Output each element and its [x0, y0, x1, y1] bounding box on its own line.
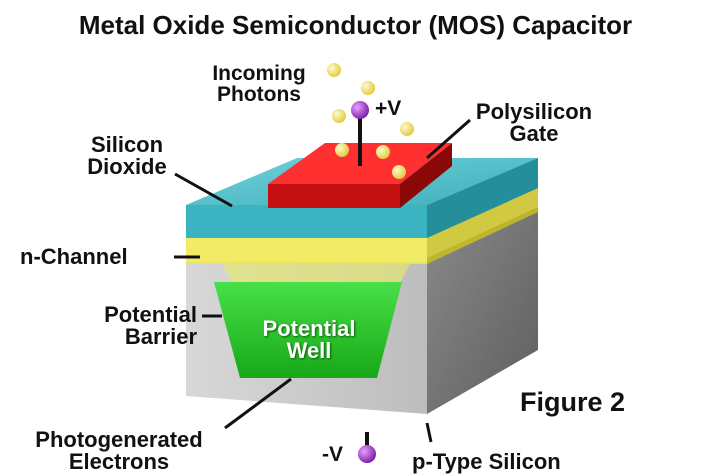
leader-polysilicon-gate	[426, 118, 471, 160]
label-line: Polysilicon	[475, 99, 593, 124]
photon	[327, 63, 341, 77]
label-line: Photons	[217, 83, 301, 106]
silicon-dioxide-side	[427, 158, 538, 238]
label-line: Incoming	[212, 62, 306, 85]
label-line: Well	[286, 338, 332, 363]
polysilicon-gate-side	[400, 143, 452, 208]
minus-v-terminal	[358, 445, 376, 463]
figure-title: Metal Oxide Semiconductor (MOS) Capacito…	[78, 10, 633, 40]
n-channel-front	[186, 236, 427, 264]
label-silicon-dioxide: Silicon Dioxide	[69, 134, 185, 178]
photon	[400, 122, 414, 136]
photon	[332, 109, 346, 123]
label-polysilicon-gate: Polysilicon Gate	[463, 101, 605, 145]
label-line: Barrier	[124, 324, 197, 349]
label-line: Potential	[104, 302, 197, 327]
label-line: Dioxide	[87, 154, 167, 179]
label-line: Electrons	[68, 449, 170, 474]
leader-silicon-dioxide	[174, 172, 233, 208]
photon	[361, 81, 375, 95]
label-potential-well: Potential Well	[248, 318, 370, 362]
photon	[392, 165, 406, 179]
photon	[335, 143, 349, 157]
p-type-silicon-side	[427, 207, 538, 414]
label-plus-v: +V	[375, 97, 402, 120]
label-line: Silicon	[90, 132, 164, 157]
leader-photogenerated-electrons	[224, 377, 292, 430]
label-n-channel: n-Channel	[20, 244, 128, 269]
label-photogenerated-electrons: Photogenerated Electrons	[13, 429, 225, 473]
n-channel-side	[427, 186, 538, 264]
label-line: Photogenerated	[35, 427, 203, 452]
potential-well	[214, 282, 402, 378]
figure-label: Figure 2	[520, 387, 626, 417]
label-potential-barrier: Potential Barrier	[70, 304, 197, 348]
silicon-dioxide-front	[186, 205, 427, 238]
label-line: Potential	[262, 316, 356, 341]
label-p-type-silicon: p-Type Silicon	[412, 449, 561, 474]
polysilicon-gate-front	[268, 184, 400, 208]
leader-p-type-silicon	[425, 422, 433, 443]
label-incoming-photons: Incoming Photons	[196, 63, 322, 105]
incoming-photons	[327, 63, 414, 179]
label-minus-v: -V	[322, 443, 343, 466]
photon	[376, 145, 390, 159]
plus-v-terminal	[351, 101, 369, 119]
label-line: Gate	[509, 121, 559, 146]
